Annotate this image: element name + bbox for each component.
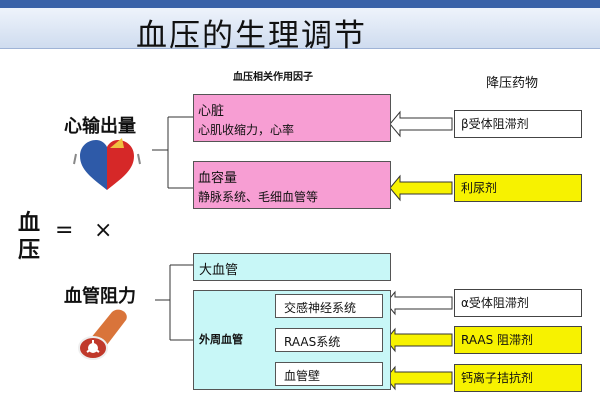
drug-beta-blocker: β受体阻滞剂: [454, 110, 582, 138]
equation-blood: 血: [18, 211, 41, 236]
arrows: [385, 110, 453, 391]
vessel-wall-label: 血管壁: [284, 369, 321, 383]
top-band: [0, 0, 600, 8]
peripheral-vessel-label: 外周血管: [199, 333, 243, 346]
heart-icon: [73, 138, 141, 190]
vessel-wall-box: 血管壁: [275, 362, 383, 386]
factor-heart-title: 心脏: [198, 104, 225, 119]
factor-blood-volume-detail: 静脉系统、毛细血管等: [198, 190, 319, 204]
large-vessel-box: 大血管: [193, 253, 391, 281]
factors-header: 血压相关作用因子: [233, 72, 313, 83]
drug-calcium-antagonist: 钙离子拮抗剂: [454, 364, 582, 392]
factor-blood-volume-box: 血容量 静脉系统、毛细血管等: [193, 161, 391, 209]
times-sign: ×: [94, 218, 113, 243]
factor-blood-volume-title: 血容量: [198, 171, 238, 186]
page-title: 血压的生理调节: [136, 18, 367, 54]
vascular-resistance-label: 血管阻力: [64, 286, 136, 307]
drug-diuretic: 利尿剂: [454, 174, 582, 202]
equation-pressure: 压: [18, 238, 41, 263]
title-bar: 血压的生理调节: [0, 8, 600, 54]
large-vessel-label: 大血管: [199, 263, 239, 278]
raas-system-label: RAAS系统: [284, 335, 341, 349]
equals-sign: =: [55, 218, 74, 243]
raas-system-box: RAAS系统: [275, 328, 383, 352]
drugs-header: 降压药物: [486, 76, 539, 91]
blood-vessel-icon: [78, 309, 127, 360]
drug-raas-blocker: RAAS 阻滞剂: [454, 326, 582, 354]
factor-heart-detail: 心肌收缩力，心率: [198, 123, 295, 137]
sympathetic-box: 交感神经系统: [275, 294, 383, 318]
cardiac-output-label: 心输出量: [64, 116, 136, 137]
factor-heart-box: 心脏 心肌收缩力，心率: [193, 94, 391, 142]
drug-alpha-blocker: α受体阻滞剂: [454, 289, 582, 317]
sympathetic-label: 交感神经系统: [284, 301, 357, 315]
